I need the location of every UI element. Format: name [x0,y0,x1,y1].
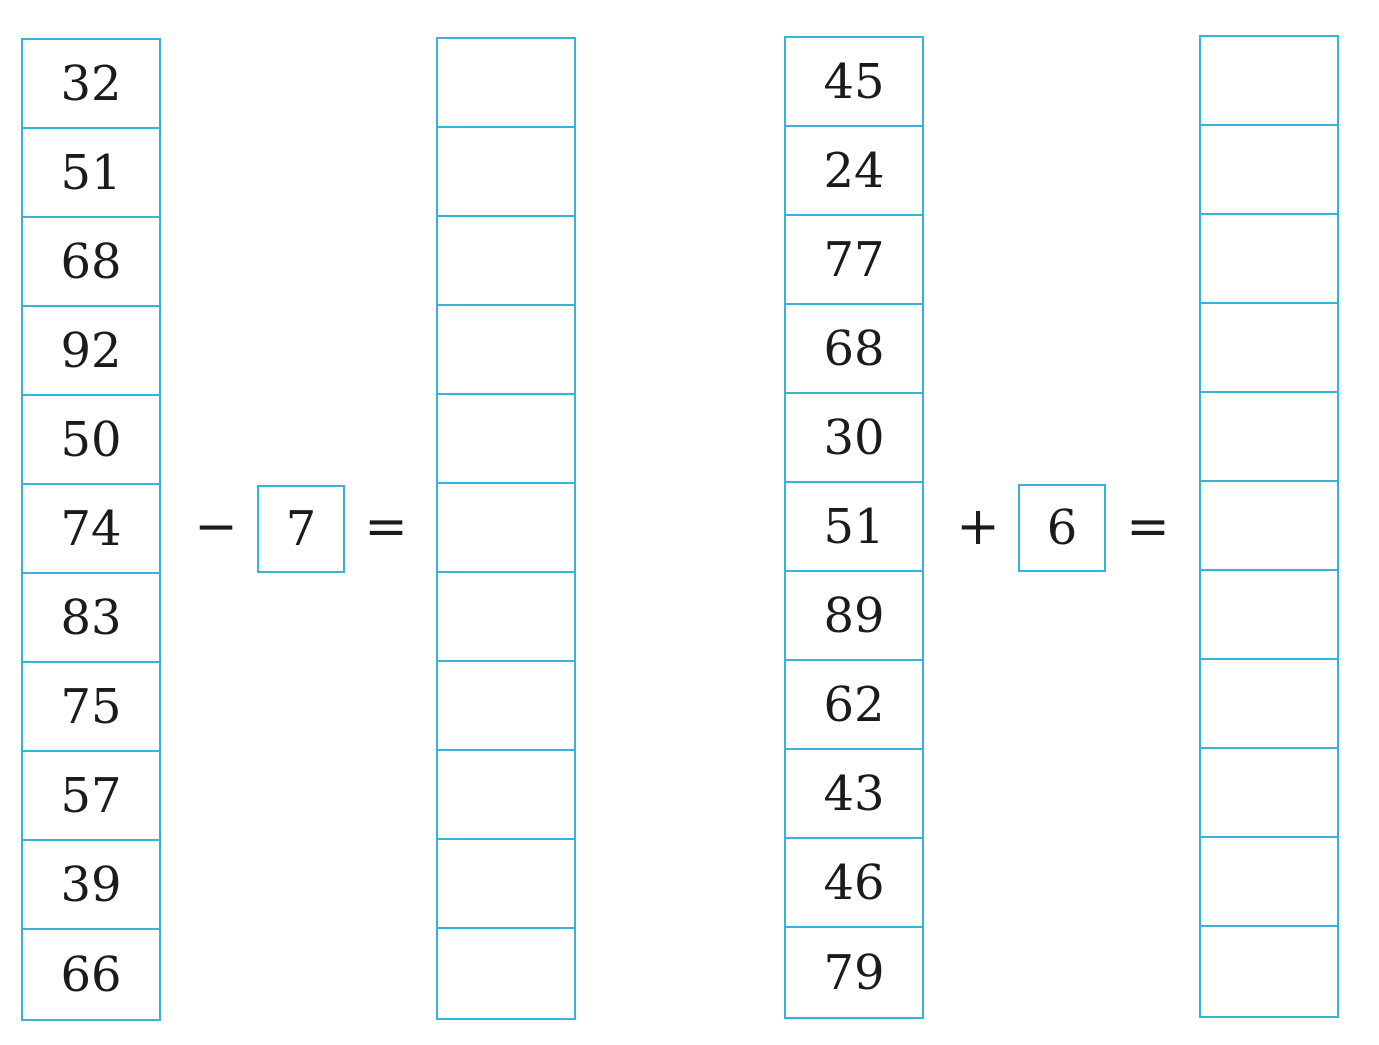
right-answer-cell-11[interactable] [1201,927,1337,1016]
right-input-cell-9: 43 [786,750,922,839]
right-input-cell-2: 24 [786,127,922,216]
left-answer-cell-6[interactable] [438,484,574,573]
left-input-cell-5: 50 [23,396,159,485]
right-input-column: 45 24 77 68 30 51 89 62 43 46 79 [784,36,924,1019]
right-answer-cell-6[interactable] [1201,482,1337,571]
left-input-column: 32 51 68 92 50 74 83 75 57 39 66 [21,38,161,1021]
right-equals-sign: = [1126,497,1170,557]
right-input-cell-3: 77 [786,216,922,305]
left-answer-cell-7[interactable] [438,573,574,662]
left-answer-cell-5[interactable] [438,395,574,484]
left-answer-column [436,37,576,1020]
right-input-cell-4: 68 [786,305,922,394]
right-input-cell-11: 79 [823,944,885,1001]
right-answer-cell-7[interactable] [1201,571,1337,660]
left-answer-cell-1[interactable] [438,39,574,128]
right-input-cell-8: 62 [786,661,922,750]
left-operand-box: 7 [257,485,345,573]
right-input-cell-5: 30 [786,394,922,483]
right-answer-cell-5[interactable] [1201,393,1337,482]
left-operator-minus: − [194,497,238,557]
left-input-cell-11: 66 [60,946,122,1003]
left-input-cell-4: 92 [23,307,159,396]
right-answer-cell-8[interactable] [1201,660,1337,749]
right-input-cell-10: 46 [786,839,922,928]
right-answer-column [1199,35,1339,1018]
left-answer-cell-10[interactable] [438,840,574,929]
left-input-cell-1: 32 [23,40,159,129]
left-equals-sign: = [364,497,408,557]
left-answer-cell-2[interactable] [438,128,574,217]
left-input-cell-2: 51 [23,129,159,218]
left-answer-cell-11[interactable] [438,929,574,1018]
right-input-cell-6: 51 [786,483,922,572]
right-operator-plus: + [956,497,1000,557]
left-input-cell-8: 75 [23,663,159,752]
left-answer-cell-9[interactable] [438,751,574,840]
right-operand-box: 6 [1018,484,1106,572]
right-input-cell-1: 45 [786,38,922,127]
left-input-cell-6: 74 [23,485,159,574]
left-input-cell-9: 57 [23,752,159,841]
right-answer-cell-10[interactable] [1201,838,1337,927]
left-answer-cell-3[interactable] [438,217,574,306]
left-input-cell-3: 68 [23,218,159,307]
right-answer-cell-4[interactable] [1201,304,1337,393]
left-input-cell-7: 83 [23,574,159,663]
right-answer-cell-2[interactable] [1201,126,1337,215]
right-answer-cell-9[interactable] [1201,749,1337,838]
right-answer-cell-1[interactable] [1201,37,1337,126]
right-input-cell-7: 89 [786,572,922,661]
right-answer-cell-3[interactable] [1201,215,1337,304]
left-answer-cell-4[interactable] [438,306,574,395]
left-answer-cell-8[interactable] [438,662,574,751]
left-input-cell-10: 39 [23,841,159,930]
